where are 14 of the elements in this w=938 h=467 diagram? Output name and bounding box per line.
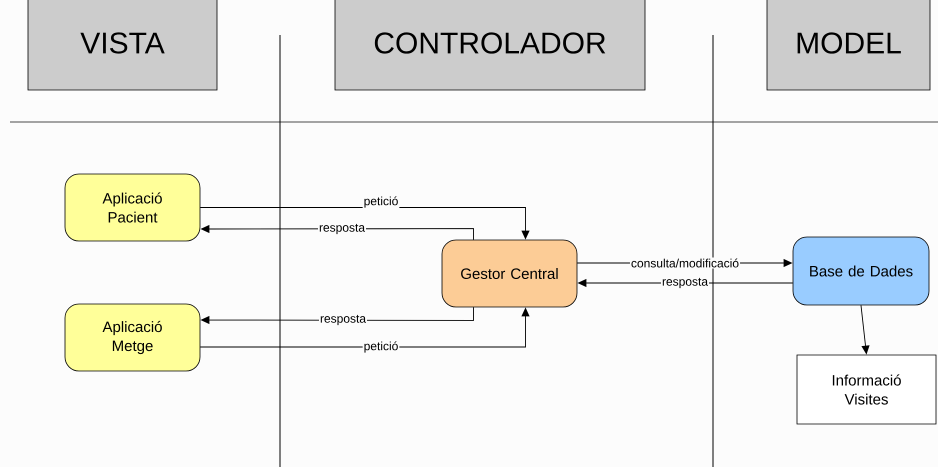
- process-box: Aplicació Metge: [64, 304, 200, 372]
- edge-label: resposta: [661, 276, 710, 290]
- edge-label: resposta: [318, 222, 366, 236]
- column-header-box: VISTA: [28, 0, 218, 90]
- edge-label: resposta: [319, 314, 368, 326]
- column-header-box: CONTROLADOR: [334, 0, 646, 90]
- edge-label: petició: [362, 195, 400, 209]
- column-header-box: MODEL: [766, 0, 930, 90]
- process-box: Base de Dades: [792, 236, 930, 306]
- edge-label: petició: [362, 340, 400, 354]
- data-box: Informació Visites: [796, 354, 936, 424]
- process-box: Gestor Central: [442, 240, 578, 308]
- process-box: Aplicació Pacient: [64, 174, 200, 242]
- edge-label: consulta/modificació: [630, 258, 740, 268]
